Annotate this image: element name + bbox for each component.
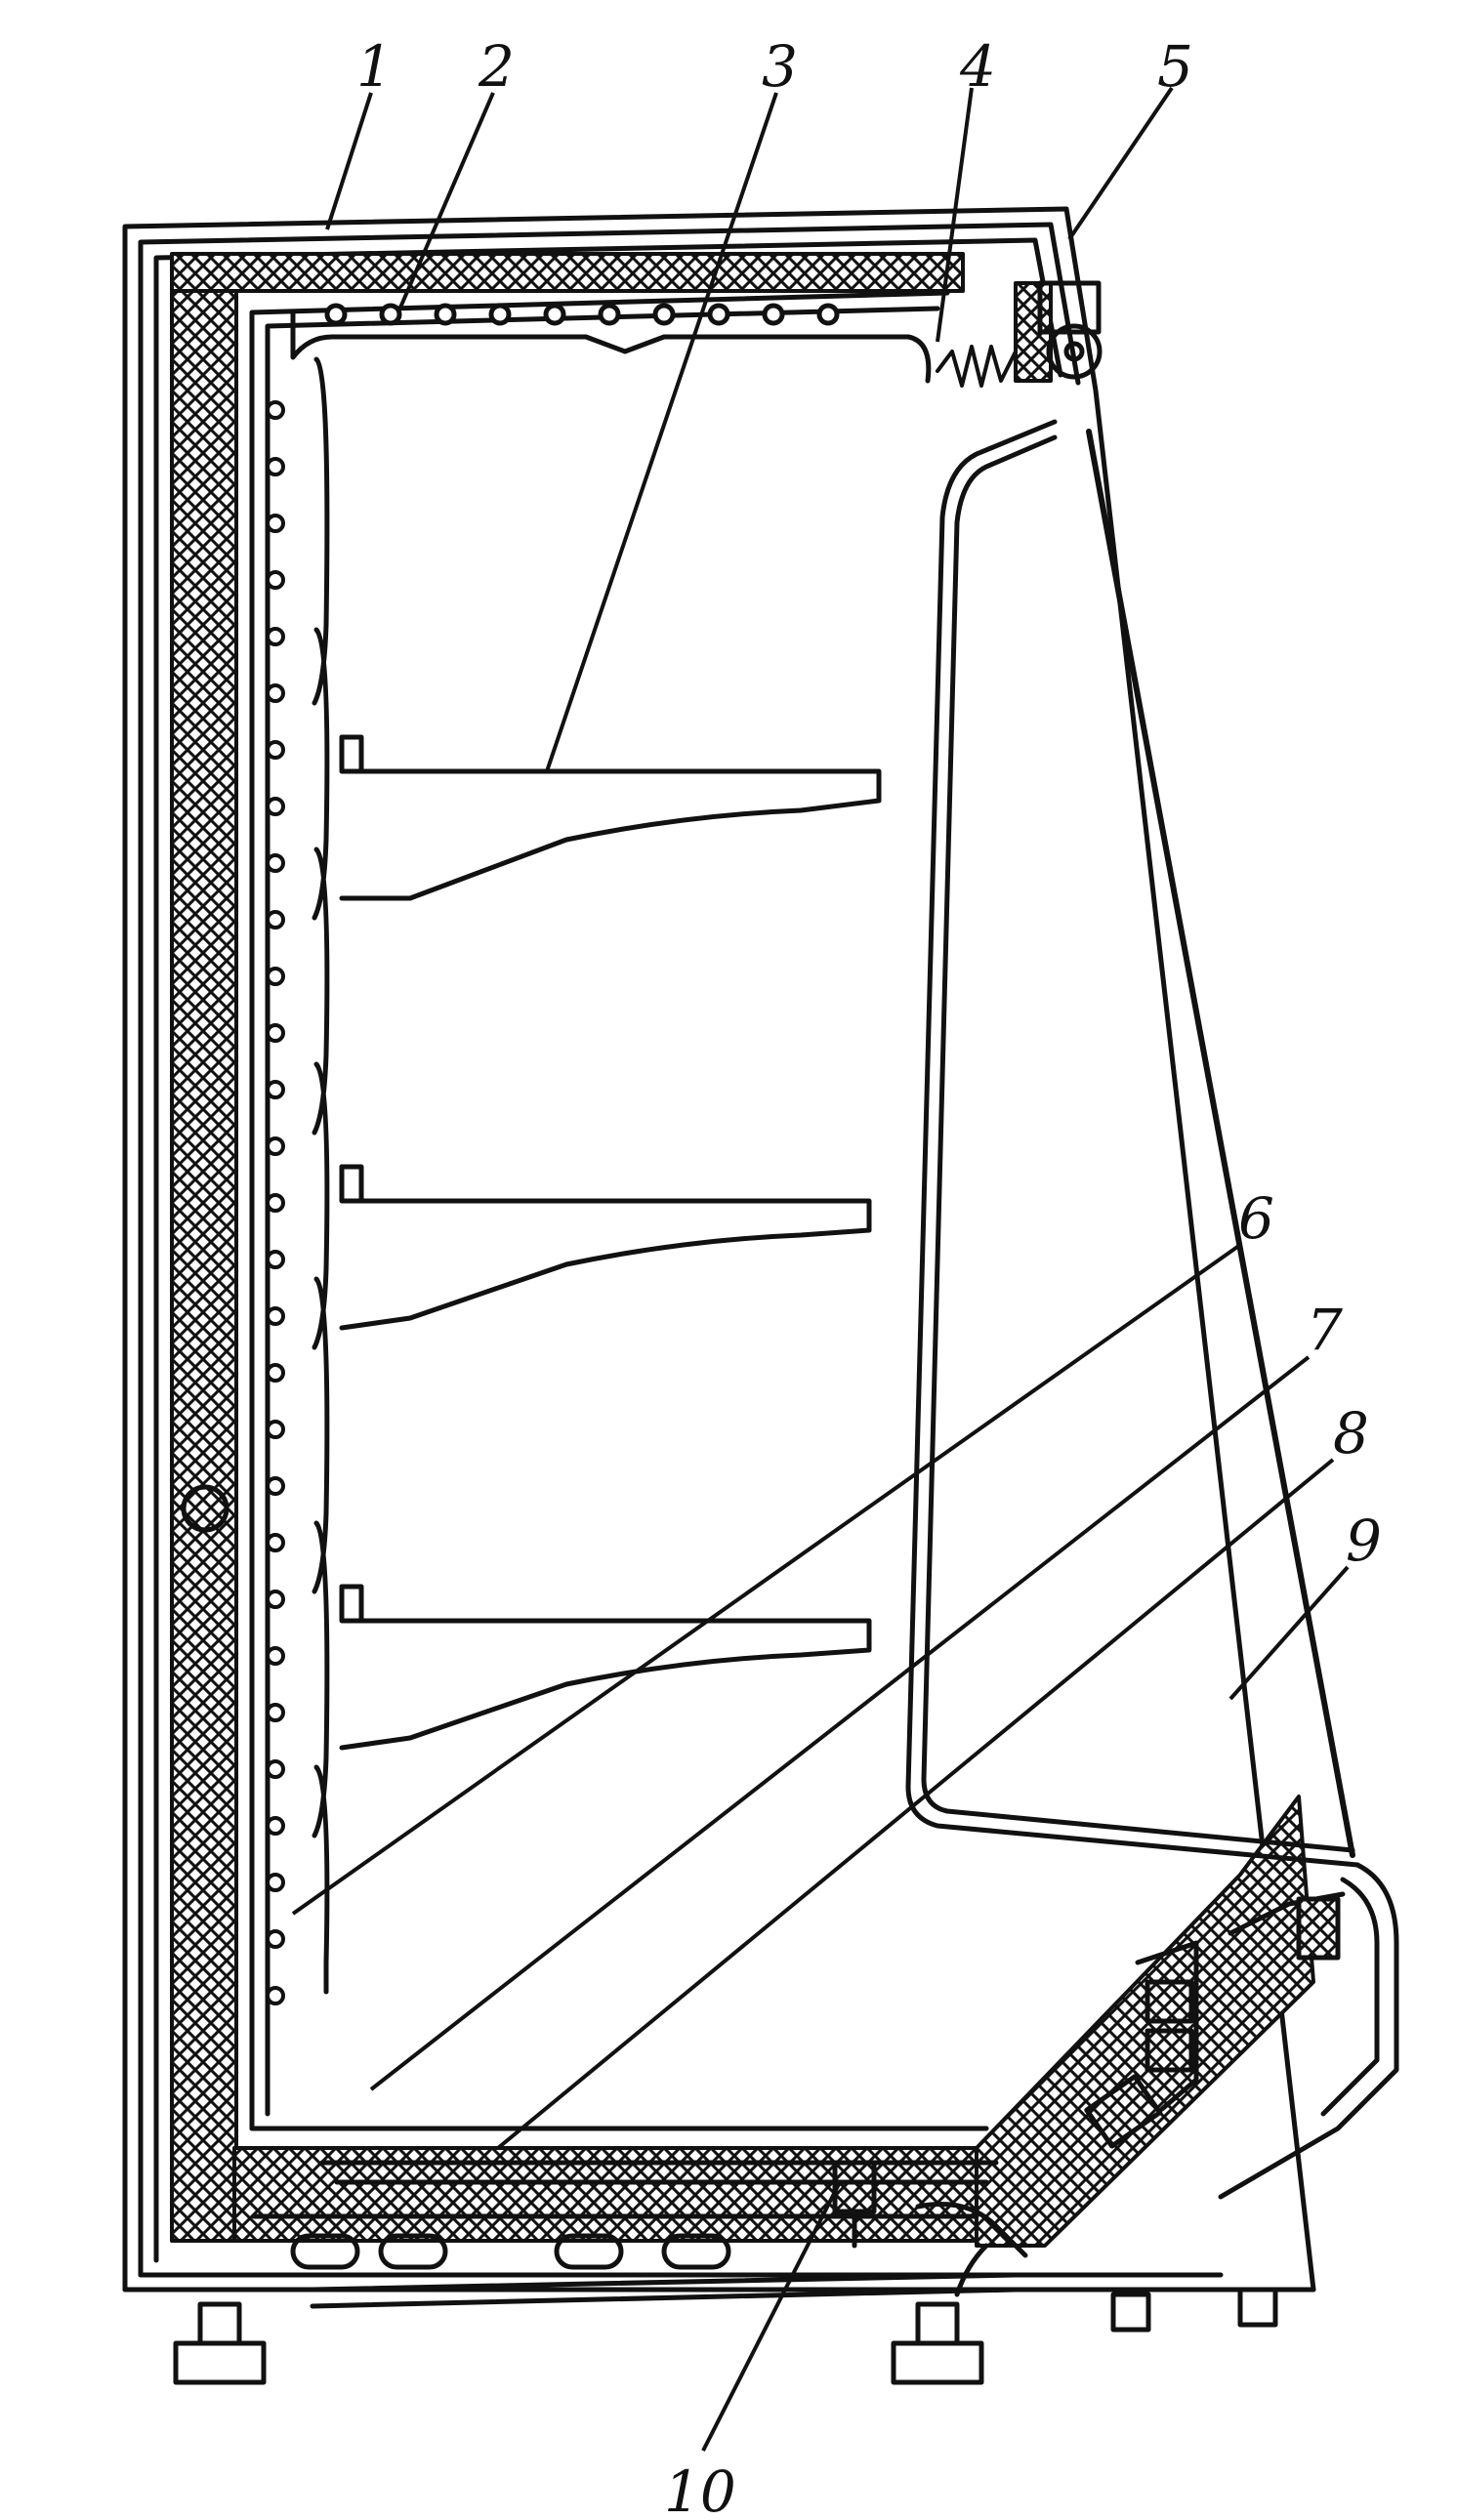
curtain-spring (936, 281, 1053, 388)
callout-7: 7 (1307, 1297, 1343, 1363)
shelf-2 (339, 1164, 872, 1331)
callout-6: 6 (1238, 1185, 1274, 1252)
callout-2: 2 (478, 33, 515, 100)
inner-liner (249, 290, 989, 2131)
valve-assembly (832, 2160, 1028, 2297)
callout-3: 3 (762, 33, 798, 100)
top-evaporator (290, 303, 932, 384)
bottom-evaporator (251, 2160, 1019, 2309)
perforated-air-duct (266, 400, 285, 2005)
outer-housing (122, 206, 1316, 2293)
callout-1: 1 (356, 33, 393, 100)
leader-lines (291, 86, 1350, 2452)
rear-duct-wall (312, 356, 330, 1995)
callout-5: 5 (1157, 33, 1193, 100)
shelf-3 (339, 1584, 872, 1751)
legs (173, 2287, 1278, 2385)
front-frame (905, 419, 1360, 1868)
shelf-1 (339, 734, 882, 901)
side-fitting (181, 1484, 229, 1533)
callout-8: 8 (1333, 1400, 1369, 1467)
callout-9: 9 (1346, 1508, 1382, 1574)
front-air-return (1084, 1862, 1399, 2200)
glass-front (1086, 429, 1355, 1858)
callout-4: 4 (959, 33, 996, 100)
callout-10: 10 (664, 2458, 736, 2515)
upper-roller (1037, 280, 1103, 380)
